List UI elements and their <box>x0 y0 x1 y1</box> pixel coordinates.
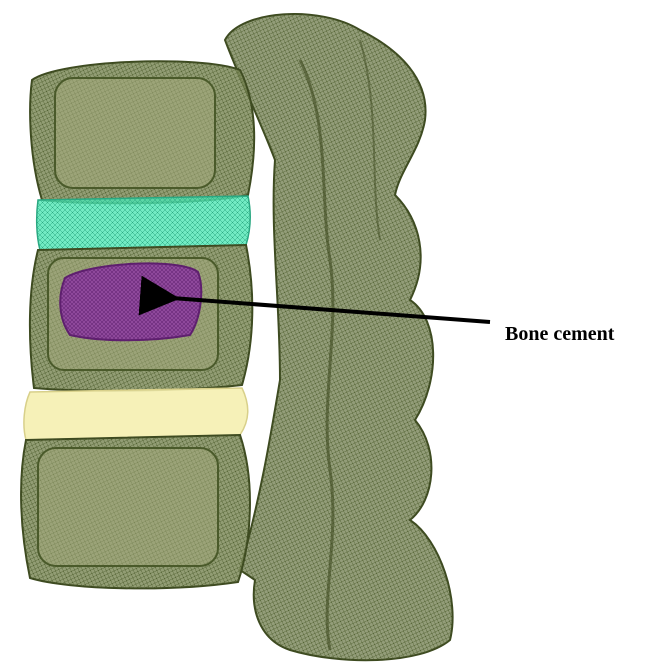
upper-intervertebral-disc <box>37 196 250 250</box>
bone-cement-region <box>60 263 201 340</box>
lower-intervertebral-disc <box>24 388 248 440</box>
upper-vertebra <box>30 61 254 203</box>
bone-cement-label: Bone cement <box>505 323 614 346</box>
lower-vertebra <box>21 435 250 588</box>
posterior-processes <box>225 14 453 660</box>
